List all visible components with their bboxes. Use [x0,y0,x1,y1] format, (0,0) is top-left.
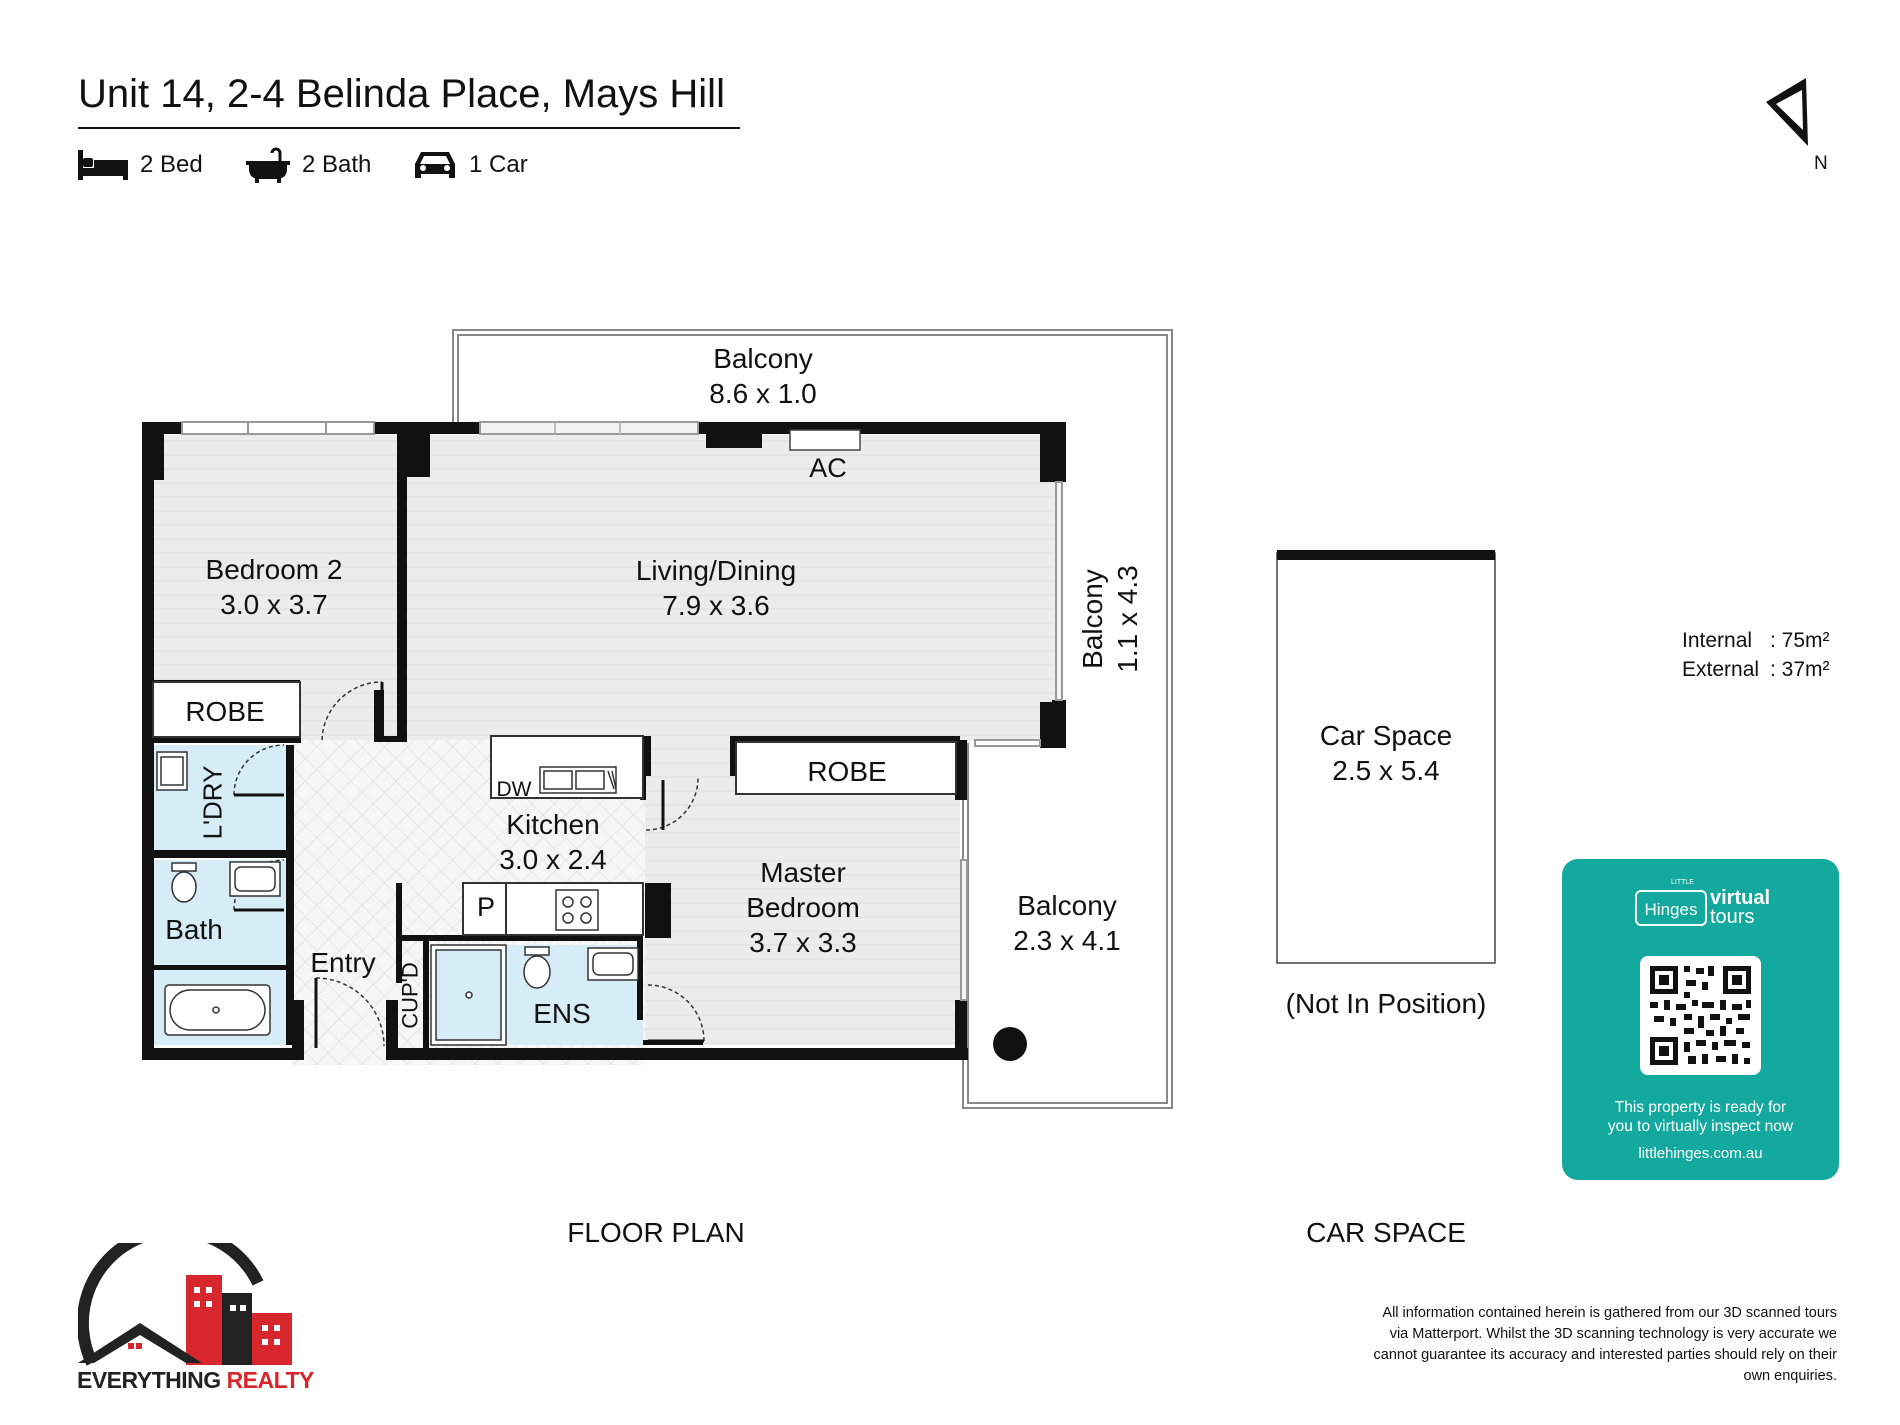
car-space-size: 2.5 x 5.4 [1332,755,1440,786]
living-name: Living/Dining [635,555,797,586]
virtual-tour-line1: This property is ready for [1614,1099,1787,1116]
master-size: 3.7 x 3.3 [749,927,857,958]
ac-unit [789,429,861,451]
virtual-tour-line2: you to virtually inspect now [1607,1118,1794,1135]
logo-wordmark: EVERYTHING REALTY [77,1367,314,1394]
master-label: Master Bedroom 3.7 x 3.3 [746,855,860,960]
robe1-box [152,681,301,738]
logo-word-realty: REALTY [226,1367,315,1393]
bedroom2-label: Bedroom 2 3.0 x 3.7 [206,552,343,622]
virtual-tour-link[interactable]: littlehinges.com.au [1638,1145,1763,1162]
entry-label: Entry [310,947,376,978]
kitchen-name: Kitchen [506,809,600,840]
pantry-label: P [476,892,496,922]
bath-label: Bath [165,914,223,945]
car-space-caption: CAR SPACE [1306,1217,1466,1248]
virtual-tour-card[interactable]: LITTLE Hinges virtual tours [1562,859,1839,1180]
dishwasher-label: DW [496,778,532,801]
laundry-label: L'DRY [197,765,228,840]
external-area: External: 37m² [1682,655,1830,684]
bath-fixtures [164,861,281,1036]
external-area-label: External [1682,658,1760,681]
qr-code-icon[interactable] [1640,956,1761,1075]
bed-icon [78,150,128,180]
balcony-lower-size: 2.3 x 4.1 [1013,925,1121,956]
balcony-lower-name: Balcony [1017,890,1117,921]
balcony-side-label: Balcony 1.1 x 4.3 [1075,565,1145,672]
laundry-tub-icon [156,751,188,791]
balcony-top-name: Balcony [713,343,813,374]
cooktop-icon [555,889,599,931]
balcony-top-label: Balcony 8.6 x 1.0 [709,341,816,411]
page-title: Unit 14, 2-4 Belinda Place, Mays Hill [78,72,725,116]
feature-bath: 2 Bath [246,147,372,183]
ensuite-fixtures [430,944,639,1046]
car-space-name: Car Space [1319,720,1453,751]
virtual-tours-word: virtual tours [1710,887,1771,928]
balcony-side-size: 1.1 x 4.3 [1112,565,1143,673]
kitchen-label: Kitchen 3.0 x 2.4 [499,807,606,877]
master-name: Master [760,857,846,888]
internal-area-label: Internal [1682,629,1753,652]
ensuite-label: ENS [533,998,591,1029]
disclaimer-text: All information contained herein is gath… [1373,1305,1837,1384]
bedroom2-size: 3.0 x 3.7 [220,589,328,620]
living-label: Living/Dining 7.9 x 3.6 [636,553,796,623]
living-size: 7.9 x 3.6 [662,590,770,621]
car-space-outline [1276,552,1496,964]
tours-word: tours [1710,906,1755,928]
car-icon [415,152,455,178]
brand-name: Hinges [1644,900,1698,919]
ac-label: AC [809,453,847,483]
virtual-word: virtual [1710,887,1771,909]
balcony-post [993,1027,1027,1061]
balcony-lower-label: Balcony 2.3 x 4.1 [1013,888,1120,958]
feature-bed: 2 Bed [78,148,203,182]
compass-north-label: N [1814,153,1828,174]
car-space-note: (Not In Position) [1285,988,1487,1019]
exterior-walls [142,422,1066,1060]
feature-bed-label: 2 Bed [140,151,203,178]
robe1-label: ROBE [185,696,265,727]
brand-small: LITTLE [1671,879,1694,886]
internal-area-value: 75m² [1781,629,1830,652]
living-floor [406,435,1060,740]
robe2-box [735,741,957,795]
feature-car: 1 Car [413,148,528,182]
external-area-value: 37m² [1781,658,1830,681]
bedroom2-name: Bedroom 2 [205,554,343,585]
feature-bath-label: 2 Bath [302,151,372,178]
robe2-label: ROBE [807,756,887,787]
balcony-side-name: Balcony [1077,569,1108,669]
title-underline [78,127,740,129]
hinges-logo-icon: LITTLE Hinges [1635,879,1707,926]
car-space-label: Car Space 2.5 x 5.4 [1320,718,1452,788]
bath-icon [246,147,290,183]
feature-car-label: 1 Car [469,151,528,178]
floor-plan-caption: FLOOR PLAN [567,1217,745,1248]
kitchen-bench-bottom [462,882,644,936]
kitchen-size: 3.0 x 2.4 [499,844,607,875]
cupboard-label: CUP'D [397,962,423,1029]
logo-word-everything: EVERYTHING [77,1367,221,1393]
everything-realty-logo-icon [78,1243,292,1366]
door-swings [233,681,705,1047]
kitchen-sink-icon [539,766,617,794]
master-name2: Bedroom [746,892,860,923]
internal-area: Internal: 75m² [1682,626,1830,655]
balcony-top-size: 8.6 x 1.0 [709,378,817,409]
compass-icon [1766,78,1808,146]
